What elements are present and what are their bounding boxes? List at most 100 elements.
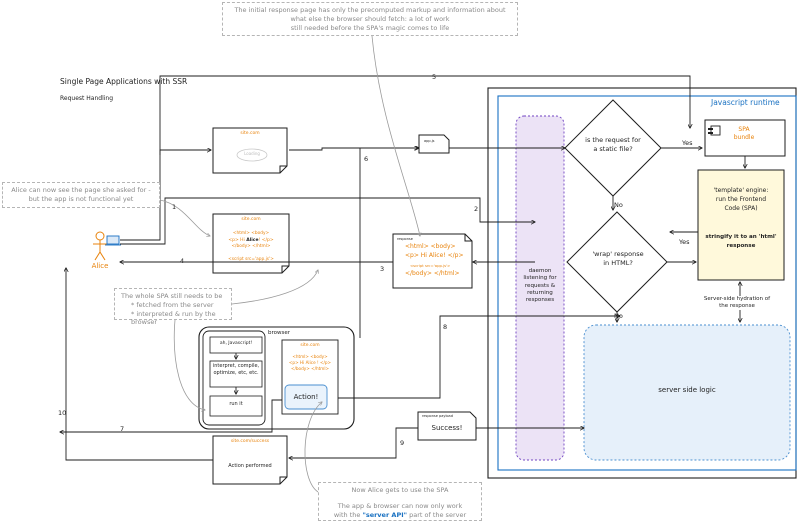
step-number-8: 8: [443, 323, 448, 331]
note-alice-line-2: but the app is not functional yet: [28, 194, 134, 203]
arrow-8: [338, 316, 620, 399]
rendered-html-open: <html> <body>: [232, 231, 270, 236]
template-line-1: 'template' engine:: [713, 187, 769, 194]
response-line-1: <html> <body>: [405, 243, 456, 250]
browser-step-2: interpret, compile, optimize, etc, etc.: [212, 363, 260, 376]
laptop-icon: [105, 235, 121, 246]
note-bottom-line-4: with the "server API" part of the server: [333, 510, 467, 519]
hydration-label: Server-side hydration of the response: [700, 296, 774, 311]
bundle-label: SPA bundle: [733, 126, 755, 141]
server-logic-label: server side logic: [658, 386, 716, 394]
response-line-3: <script src='app.js'>: [410, 263, 451, 268]
step-number-6: 6: [364, 155, 369, 163]
note-top-line-1: The initial response page has only the p…: [234, 6, 506, 14]
template-engine-box: [697, 169, 785, 281]
note-arrow-alice: [159, 199, 210, 236]
note-arrow-top: [371, 35, 420, 236]
alice-figure-icon: [93, 231, 107, 261]
yes-label-wrap: Yes: [679, 238, 690, 246]
rendered-greeting-name: Alice: [246, 238, 259, 243]
response-doc-box: [392, 233, 473, 289]
rendered-greeting: <p> Hi Alice! </p>: [228, 238, 273, 243]
arrow-7: [60, 399, 282, 432]
browser-step-1: ah, Javascript!: [219, 341, 253, 346]
note-spa-line-3: * interpreted & run by the browser: [131, 309, 216, 327]
note-alice-line-1: Alice can now see the page she asked for…: [11, 186, 151, 194]
daemon-box: [515, 115, 565, 461]
payload-label: Success!: [431, 424, 463, 432]
step-number-1: 1: [172, 203, 177, 211]
arrow-1: [120, 150, 211, 241]
note-server-api: Now Alice gets to use the SPA The app & …: [318, 482, 482, 521]
yes-label-static: Yes: [682, 139, 693, 147]
browser-page-greeting: <p> Hi Alice ! </p>: [288, 360, 332, 365]
action-button-box: [284, 384, 328, 410]
step-number-2: 2: [474, 205, 479, 213]
note-arrow-spa-2: [231, 270, 318, 305]
payload-caption: response payload: [422, 414, 453, 418]
arrow-6: [359, 148, 419, 338]
static-decision-label: is the request for a static file?: [585, 136, 641, 153]
runtime-label: Javascript runtime: [711, 98, 780, 107]
rendered-page-url: site.com: [241, 217, 261, 222]
arrow-5: [159, 75, 690, 155]
note-arrow-spa: [173, 309, 205, 410]
success-page-box: [212, 435, 288, 485]
response-caption: response: [397, 237, 413, 241]
browser-page-html-close: </body> </html>: [290, 366, 330, 371]
note-bottom-highlight: "server API": [362, 510, 408, 519]
loading-page-label: Loading: [244, 151, 260, 156]
browser-page-url: site.com: [300, 343, 320, 348]
payload-doc: [417, 411, 477, 441]
bundle-component-pin-2: [708, 132, 713, 134]
loading-ellipse: [236, 148, 268, 162]
step-number-3: 3: [380, 265, 385, 273]
note-alice-page: Alice can now see the page she asked for…: [2, 182, 160, 208]
no-label-wrap: No: [614, 312, 623, 320]
note-top-line-3: still needed before the SPA's magic come…: [290, 23, 450, 32]
arrow-2-server: [120, 197, 535, 245]
step-number-10: 10: [58, 409, 67, 417]
wrap-decision-label: 'wrap' response in HTML?: [592, 250, 644, 267]
step-number-9: 9: [400, 439, 405, 447]
template-line-3: Code (SPA): [724, 205, 758, 212]
browser-frame: [198, 326, 355, 430]
arrow-10: [66, 268, 213, 461]
action-button[interactable]: Action!: [293, 393, 319, 401]
browser-title: browser: [268, 330, 291, 336]
template-line-2: run the Frontend: [715, 196, 767, 203]
no-label-static: No: [614, 201, 623, 209]
rendered-page-box: [212, 213, 290, 274]
note-bottom-line-1: Now Alice gets to use the SPA: [351, 486, 449, 494]
note-spa-line-2: * fetched from the server: [131, 300, 214, 309]
page-title: Single Page Applications with SSR: [60, 77, 188, 86]
loading-page-url: site.com: [240, 131, 260, 136]
response-line-4: </body> </html>: [405, 270, 460, 277]
bundle-component-icon: [710, 125, 721, 136]
server-logic-box: [583, 324, 791, 461]
note-initial-response: The initial response page has only the p…: [222, 2, 518, 36]
response-line-2: <p> Hi Alice! </p>: [405, 252, 464, 259]
browser-step-3: run it: [229, 401, 243, 407]
rendered-script-tag: <script src='app.js'>: [228, 257, 274, 262]
browser-step-3-box: [209, 395, 263, 417]
page-subtitle: Request Handling: [60, 95, 114, 102]
note-arrow-bottom: [304, 402, 322, 493]
browser-page-html-open: <html> <body>: [292, 354, 328, 359]
daemon-label: daemon listening for requests & returnin…: [523, 268, 557, 304]
note-bottom-spacer: [323, 495, 477, 502]
template-line-4: stringify it to an 'html': [705, 234, 777, 240]
template-line-5: response: [726, 243, 756, 249]
alice-label: Alice: [91, 262, 109, 270]
note-spa-line-1: The whole SPA still needs to be: [121, 292, 223, 300]
static-doc-caption: app.js: [424, 139, 435, 143]
success-page-url: site.com/success: [230, 439, 270, 444]
success-page-label: Action performed: [228, 463, 272, 469]
note-bottom-line-3: The app & browser can now only work: [337, 501, 463, 510]
note-top-line-2: what else the browser should fetch: a lo…: [290, 14, 450, 23]
browser-steps-box: [202, 330, 266, 426]
runtime-boundary: [497, 95, 797, 471]
rendered-greeting-post: ! </p>: [258, 238, 274, 243]
rendered-html-close: </body> </html>: [231, 244, 271, 249]
